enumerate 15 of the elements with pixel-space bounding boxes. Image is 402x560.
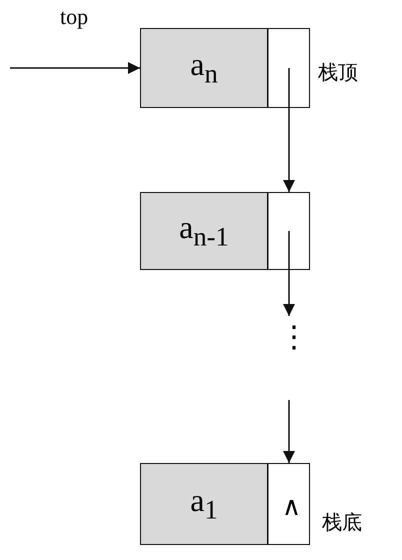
- element-label: a$_{n}$: [190, 48, 218, 88]
- element-label: a$_{n-1}$: [179, 211, 229, 251]
- edge-label: top: [60, 6, 88, 28]
- arrow: [283, 231, 295, 316]
- arrow: [10, 62, 140, 74]
- arrow: [283, 400, 295, 463]
- element-label: a$_{1}$: [190, 484, 218, 524]
- null-pointer-symbol: ∧: [282, 494, 301, 520]
- stack-node: [140, 28, 310, 108]
- stack-node: [140, 463, 310, 545]
- stack-position-label: 栈顶: [318, 62, 358, 82]
- stack-position-label: 栈底: [322, 512, 362, 532]
- ellipsis-dots: ⋮: [279, 316, 299, 360]
- stack-node: [140, 192, 310, 270]
- arrow: [283, 68, 295, 192]
